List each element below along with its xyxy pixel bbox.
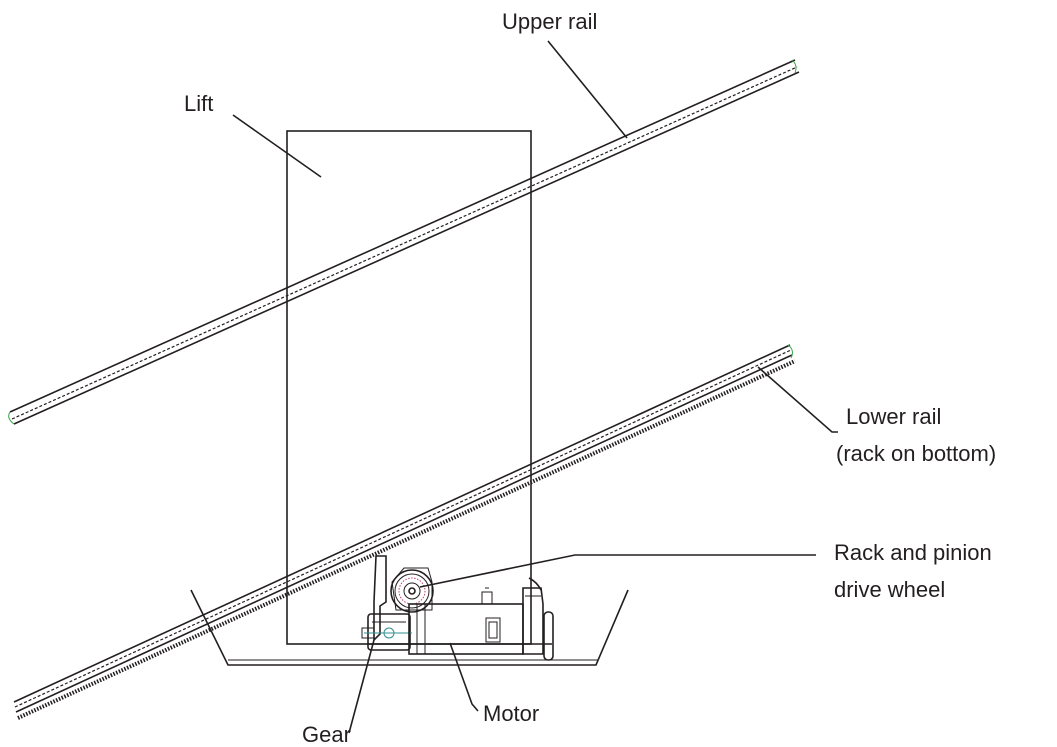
label-gear: Gear — [302, 722, 351, 747]
leader-gear — [348, 639, 375, 734]
label-lower-rail: Lower rail — [846, 404, 941, 429]
leader-lower-rail — [757, 366, 838, 433]
label-lift: Lift — [184, 91, 213, 116]
drive-bracket — [361, 555, 412, 651]
lower-rail-end-marker — [787, 344, 793, 359]
pinion-wheel — [390, 567, 434, 613]
upper-rail-end-marker-left — [8, 411, 15, 425]
upper-rail — [8, 59, 800, 425]
lower-rail — [13, 344, 796, 720]
label-rack-pinion-line1: Rack and pinion — [834, 540, 992, 565]
leader-rack-pinion — [419, 554, 816, 588]
label-motor: Motor — [483, 701, 539, 726]
leader-lift — [232, 114, 322, 178]
motor-body — [408, 577, 554, 661]
gear-hub — [383, 627, 395, 639]
leader-upper-rail — [547, 40, 628, 139]
label-upper-rail: Upper rail — [502, 9, 597, 34]
leader-motor — [449, 642, 479, 712]
label-lower-rail-note: (rack on bottom) — [836, 441, 996, 466]
label-rack-pinion-line2: drive wheel — [834, 577, 945, 602]
upper-rail-end-marker-right — [791, 59, 797, 74]
leader-lines — [232, 40, 838, 734]
